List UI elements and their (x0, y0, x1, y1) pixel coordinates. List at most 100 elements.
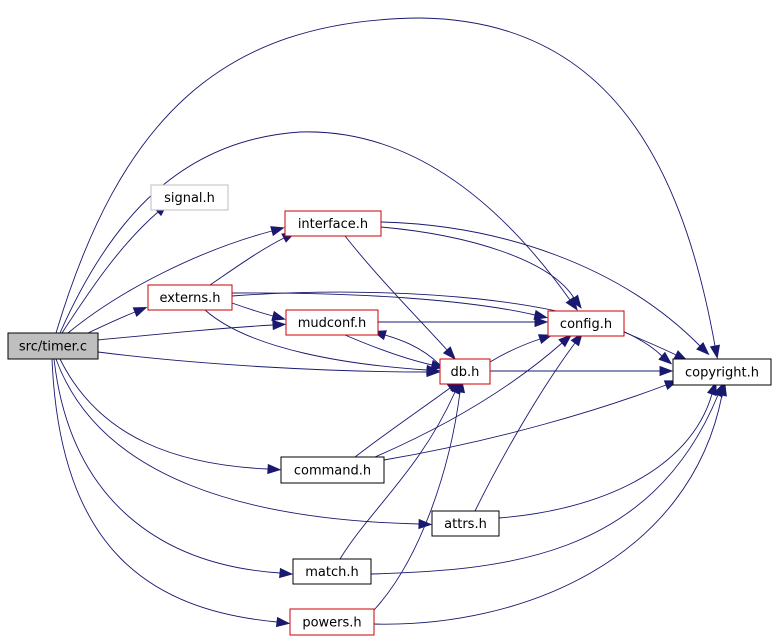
node-match-h[interactable]: match.h (292, 558, 372, 585)
edge-command-to-config (374, 334, 573, 458)
edge-timer-to-command (59, 358, 282, 475)
arrowhead-icon (272, 319, 287, 331)
arrowhead-icon (659, 365, 674, 377)
node-mudconf-h[interactable]: mudconf.h (285, 309, 379, 336)
arrowhead-icon (279, 567, 294, 579)
edge-line (370, 394, 719, 575)
edge-match-to-copyright (370, 382, 724, 575)
edge-db-to-mudconf (372, 330, 441, 366)
arrowhead-icon (716, 382, 727, 397)
node-label-command-h: command.h (294, 464, 371, 479)
node-db-h[interactable]: db.h (439, 358, 491, 385)
edge-externs-to-mudconf (231, 302, 286, 321)
edge-timer-to-match (53, 358, 294, 579)
edge-line (380, 226, 575, 299)
node-command-h[interactable]: command.h (280, 456, 385, 484)
edge-line (61, 211, 159, 334)
edge-line (209, 237, 285, 286)
arrowhead-icon (442, 346, 456, 360)
edge-attrs-to-config (474, 332, 583, 512)
node-label-signal-h: signal.h (164, 191, 215, 206)
edge-config-to-copyright (623, 331, 688, 361)
arrowhead-icon (271, 310, 286, 321)
edge-line (59, 358, 269, 470)
edge-line (53, 358, 281, 574)
edge-interface-to-config (380, 226, 582, 309)
edge-line (498, 393, 713, 519)
edge-db-to-config (489, 334, 553, 363)
node-interface-h[interactable]: interface.h (284, 210, 382, 237)
node-attrs-h[interactable]: attrs.h (431, 510, 500, 537)
edge-timer-to-powers (51, 358, 291, 628)
arrowhead-icon (534, 316, 549, 328)
node-label-externs-h: externs.h (159, 291, 220, 306)
edge-line (374, 342, 563, 458)
edge-attrs-to-copyright (498, 381, 717, 519)
edges-layer (51, 17, 727, 628)
edge-timer-to-copyright (55, 17, 720, 360)
edge-db-to-copyright (489, 365, 674, 377)
arrowhead-icon (537, 334, 553, 345)
node-signal-h[interactable]: signal.h (150, 184, 229, 211)
edge-line (55, 17, 716, 347)
edge-externs-to-config (231, 292, 548, 320)
edge-line (344, 334, 433, 366)
node-label-db-h: db.h (451, 365, 480, 380)
edge-line (623, 331, 677, 356)
edge-mudconf-to-db (344, 334, 445, 370)
edge-line (383, 384, 667, 461)
edge-line (231, 302, 274, 317)
edge-line (344, 235, 448, 351)
arrowhead-icon (558, 334, 573, 348)
edge-interface-to-copyright (380, 221, 710, 356)
arrowhead-icon (706, 381, 717, 397)
edge-powers-to-copyright (373, 382, 727, 625)
edge-line (339, 391, 456, 560)
edge-timer-to-interface (67, 226, 285, 334)
edge-externs-to-interface (209, 231, 296, 286)
node-powers-h[interactable]: powers.h (289, 608, 375, 636)
node-label-copyright-h: copyright.h (685, 366, 759, 381)
node-label-match-h: match.h (305, 565, 359, 580)
nodes-layer: src/timer.c signal.h externs.h interface… (7, 184, 772, 636)
node-label-config-h: config.h (560, 317, 612, 332)
arrowhead-icon (270, 226, 285, 237)
node-copyright-h[interactable]: copyright.h (672, 358, 772, 386)
arrowhead-icon (267, 463, 282, 475)
edge-line (231, 292, 536, 316)
edge-line (97, 351, 428, 373)
edge-line (489, 338, 541, 363)
node-label-mudconf-h: mudconf.h (298, 316, 367, 331)
arrowhead-icon (418, 518, 433, 530)
node-externs-h[interactable]: externs.h (147, 284, 233, 311)
edge-line (55, 358, 420, 525)
node-label-powers-h: powers.h (302, 616, 361, 631)
arrowhead-icon (569, 294, 582, 309)
node-label-src-timer-c: src/timer.c (19, 340, 87, 355)
edge-command-to-db (354, 380, 461, 458)
edge-command-to-copyright (383, 380, 679, 461)
node-label-attrs-h: attrs.h (444, 517, 487, 532)
node-label-interface-h: interface.h (298, 217, 368, 232)
edge-line (384, 334, 441, 366)
edge-line (474, 342, 576, 512)
edge-mudconf-to-config (378, 316, 549, 328)
edge-timer-to-attrs (55, 358, 433, 530)
arrowhead-icon (132, 307, 148, 317)
edge-timer-to-db (97, 351, 441, 378)
edge-powers-to-db (373, 378, 466, 611)
node-config-h[interactable]: config.h (547, 310, 625, 337)
edge-line (59, 131, 571, 334)
edge-line (354, 387, 451, 458)
edge-line (204, 309, 428, 371)
node-src-timer-c[interactable]: src/timer.c (7, 332, 99, 360)
edge-line (373, 394, 723, 625)
edge-line (51, 358, 278, 623)
edge-line (373, 391, 461, 611)
arrowhead-icon (533, 309, 548, 320)
edge-interface-to-db (344, 235, 456, 360)
edge-line (97, 324, 274, 341)
edge-line (87, 311, 136, 334)
